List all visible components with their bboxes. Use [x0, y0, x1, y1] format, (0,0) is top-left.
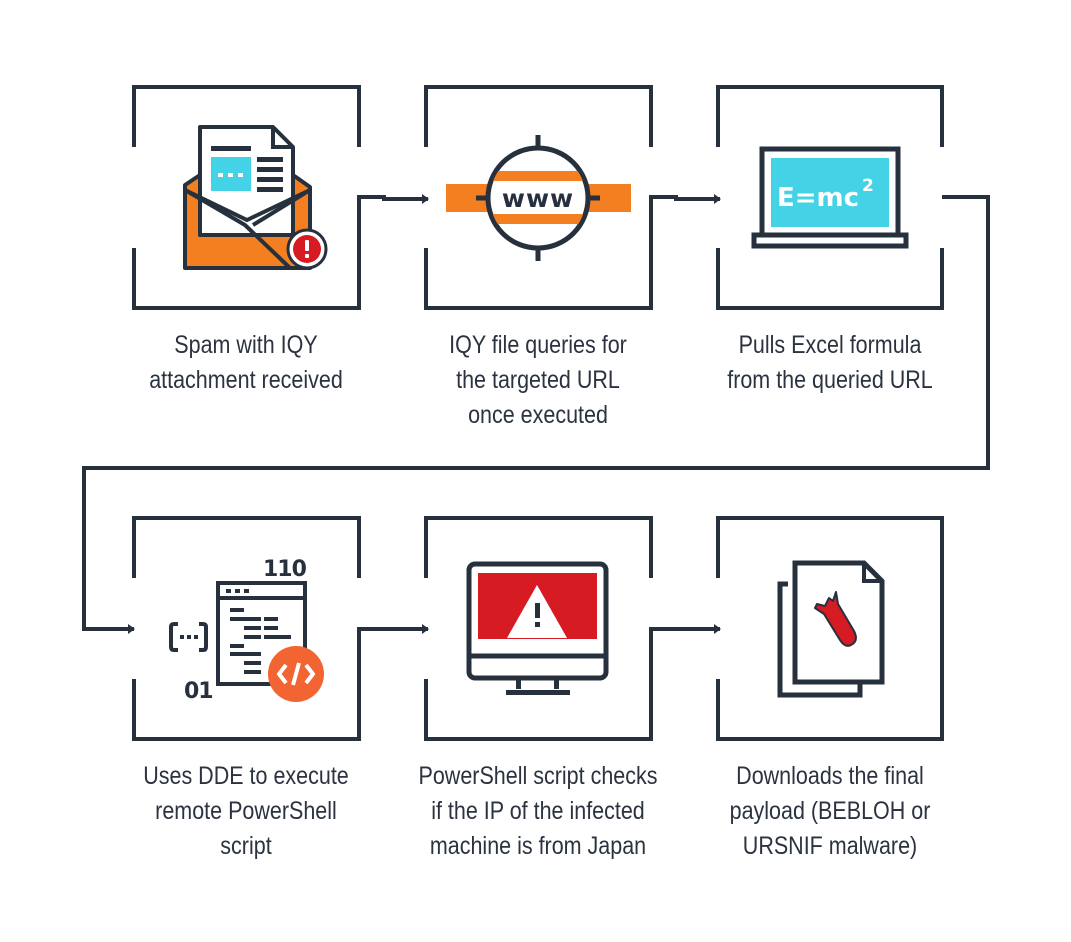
caption-line: remote PowerShell	[155, 797, 337, 825]
document-bomb-icon	[777, 560, 885, 698]
www-target-icon: www	[446, 135, 631, 261]
caption-line: if the IP of the infected	[431, 797, 645, 825]
binary-bottom-label: 01	[184, 679, 213, 704]
caption-line: script	[220, 832, 272, 860]
caption-line: the targeted URL	[456, 366, 620, 394]
code-script-icon: 110 01	[169, 557, 324, 704]
caption-line: PowerShell script checks	[418, 762, 658, 790]
caption-line: Pulls Excel formula	[738, 331, 922, 359]
connector-spam-to-iqy	[359, 194, 429, 204]
step-caption-dde: Uses DDE to execute remote PowerShell sc…	[117, 759, 375, 864]
step-frame-iqy-query	[424, 85, 653, 310]
caption-line: machine is from Japan	[429, 832, 647, 860]
connector-iqy-to-excel	[651, 194, 721, 204]
step-caption-spam: Spam with IQY attachment received	[117, 328, 375, 398]
www-label: www	[502, 184, 574, 213]
caption-line: attachment received	[149, 366, 343, 394]
caption-line: Spam with IQY	[174, 331, 318, 359]
caption-line: Uses DDE to execute	[143, 762, 349, 790]
caption-line: from the queried URL	[727, 366, 933, 394]
step-frame-dde	[132, 516, 361, 741]
step-caption-payload: Downloads the final payload (BEBLOH or U…	[701, 759, 959, 864]
step-caption-excel-formula: Pulls Excel formula from the queried URL	[701, 328, 959, 398]
step-caption-powershell-check: PowerShell script checks if the IP of th…	[409, 759, 667, 864]
monitor-warning-icon	[466, 561, 609, 695]
formula-superscript: 2	[862, 176, 874, 196]
connector-excel-to-dde	[82, 195, 990, 634]
formula-label: E=mc	[777, 183, 859, 213]
step-frame-spam	[132, 85, 361, 310]
laptop-formula-icon: E=mc 2	[751, 146, 909, 249]
caption-line: once executed	[468, 401, 608, 429]
caption-line: payload (BEBLOH or	[729, 797, 931, 825]
step-frame-powershell-check	[424, 516, 653, 741]
caption-line: Downloads the final	[736, 762, 924, 790]
step-caption-iqy-query: IQY file queries for the targeted URL on…	[409, 328, 667, 433]
caption-line: IQY file queries for	[449, 331, 627, 359]
binary-top-label: 110	[263, 557, 307, 582]
envelope-alert-icon	[183, 125, 328, 270]
step-frame-payload	[716, 516, 944, 741]
step-frame-excel-formula	[716, 85, 944, 310]
caption-line: URSNIF malware)	[742, 832, 918, 860]
